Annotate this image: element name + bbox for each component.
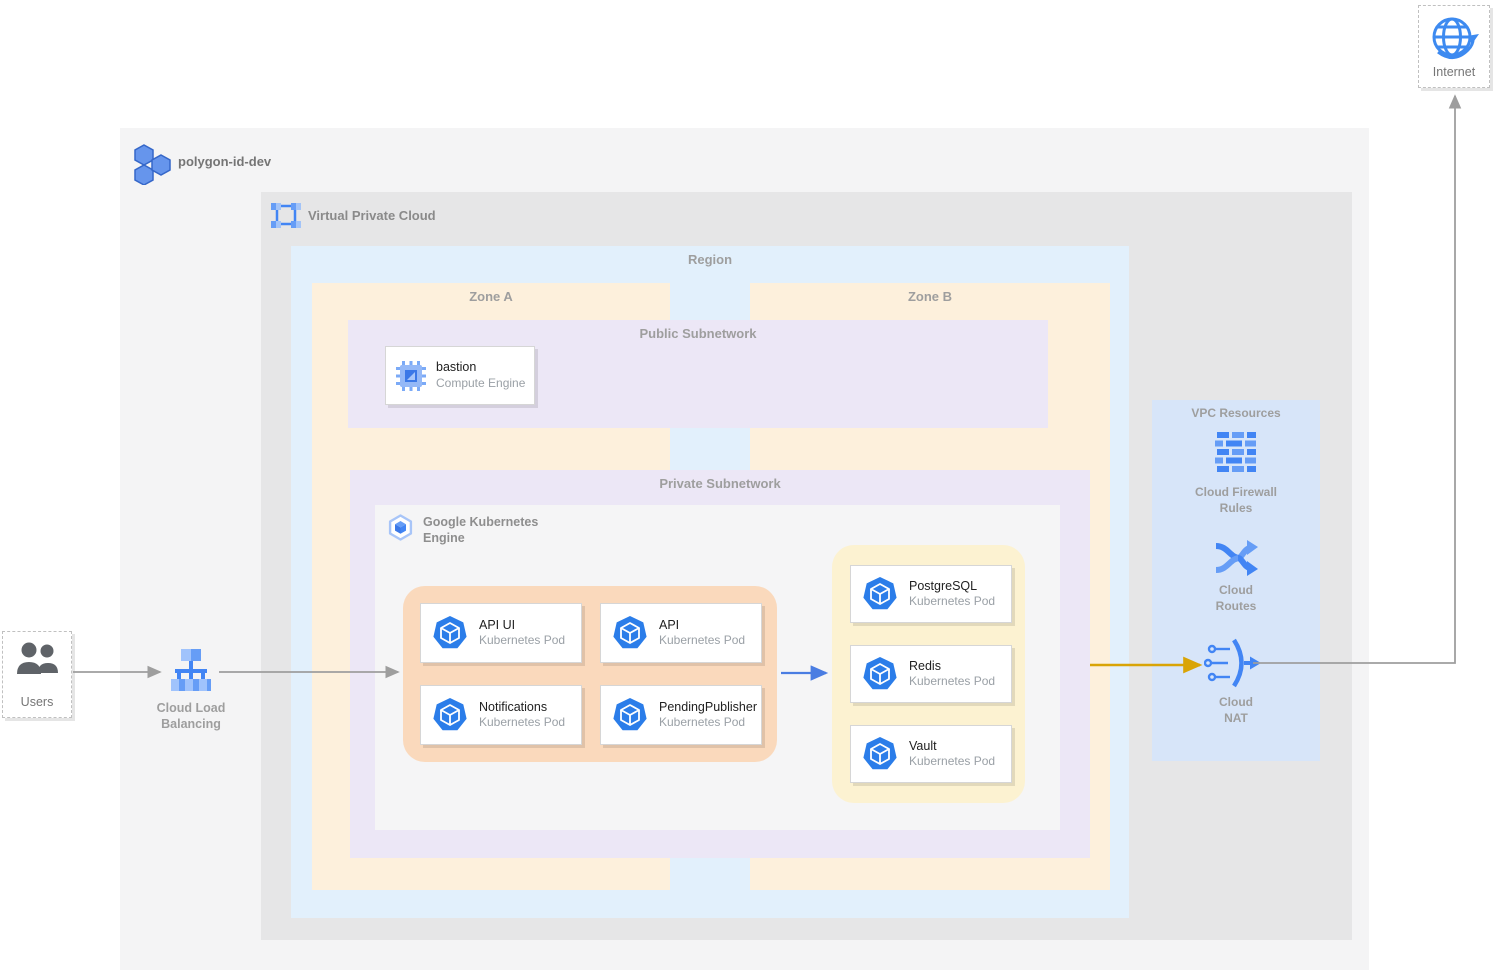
vpc-resources-label: VPC Resources <box>1191 406 1281 420</box>
cloud-load-balancing-label: Cloud Load Balancing <box>156 701 226 732</box>
gke-label: Google Kubernetes Engine <box>423 515 539 546</box>
pod-title: API UI <box>479 617 516 632</box>
users-label: Users <box>20 695 54 709</box>
internet-label: Internet <box>1432 65 1476 79</box>
project-label: polygon-id-dev <box>178 154 272 169</box>
bastion-node: bastion Compute Engine <box>385 346 535 405</box>
zone-a-label: Zone A <box>469 289 513 304</box>
pod-subtitle: Kubernetes Pod <box>479 633 566 648</box>
vpc-icon <box>270 199 302 231</box>
pod-subtitle: Kubernetes Pod <box>909 594 996 609</box>
pod-vault: Vault Kubernetes Pod <box>850 725 1012 783</box>
pod-api: API Kubernetes Pod <box>600 603 762 663</box>
kubernetes-pod-icon <box>861 575 899 613</box>
pod-pending-publisher: PendingPublisher Kubernetes Pod <box>600 685 762 745</box>
cloud-nat-label: Cloud NAT <box>1219 695 1253 725</box>
vpc-resources-panel: VPC Resources Cloud Firewall Rules Cloud <box>1152 400 1320 761</box>
private-subnetwork-label: Private Subnetwork <box>659 476 781 491</box>
pod-postgresql: PostgreSQL Kubernetes Pod <box>850 565 1012 623</box>
kubernetes-pod-icon <box>611 696 649 734</box>
cloud-routes-label: Cloud Routes <box>1215 583 1257 613</box>
bastion-title: bastion <box>436 360 477 375</box>
firewall-rules-label: Cloud Firewall Rules <box>1194 485 1277 515</box>
cloud-load-balancing-icon <box>167 647 215 695</box>
kubernetes-pod-icon <box>861 735 899 773</box>
internet-node: Internet <box>1418 5 1490 88</box>
pod-redis: Redis Kubernetes Pod <box>850 645 1012 703</box>
pod-title: PostgreSQL <box>909 578 978 593</box>
pod-subtitle: Kubernetes Pod <box>659 715 746 730</box>
pod-notifications: Notifications Kubernetes Pod <box>420 685 582 745</box>
vpc-label: Virtual Private Cloud <box>308 208 436 223</box>
kubernetes-pod-icon <box>611 614 649 652</box>
cloud-nat-icon <box>1204 638 1262 688</box>
kubernetes-pod-icon <box>431 614 469 652</box>
pod-title: PendingPublisher <box>659 699 757 714</box>
internet-icon <box>1428 12 1480 64</box>
pod-title: Vault <box>909 738 937 753</box>
pod-subtitle: Kubernetes Pod <box>909 754 996 769</box>
pod-title: Redis <box>909 658 941 673</box>
pod-subtitle: Kubernetes Pod <box>479 715 566 730</box>
pod-title: API <box>659 617 680 632</box>
users-icon <box>14 642 60 676</box>
public-subnetwork-label: Public Subnetwork <box>639 326 757 341</box>
firewall-rules-icon <box>1215 432 1257 472</box>
bastion-subtitle: Compute Engine <box>436 375 526 390</box>
pod-api-ui: API UI Kubernetes Pod <box>420 603 582 663</box>
zone-b-label: Zone B <box>907 289 953 304</box>
pod-subtitle: Kubernetes Pod <box>909 674 996 689</box>
kubernetes-pod-icon <box>431 696 469 734</box>
region-label: Region <box>687 252 733 267</box>
gke-icon <box>387 514 414 541</box>
pod-title: Notifications <box>479 699 548 714</box>
pod-subtitle: Kubernetes Pod <box>659 633 746 648</box>
project-icon <box>130 141 174 185</box>
compute-engine-icon <box>396 360 426 391</box>
cloud-routes-icon <box>1214 537 1258 579</box>
users-node: Users <box>2 631 72 718</box>
kubernetes-pod-icon <box>861 655 899 693</box>
